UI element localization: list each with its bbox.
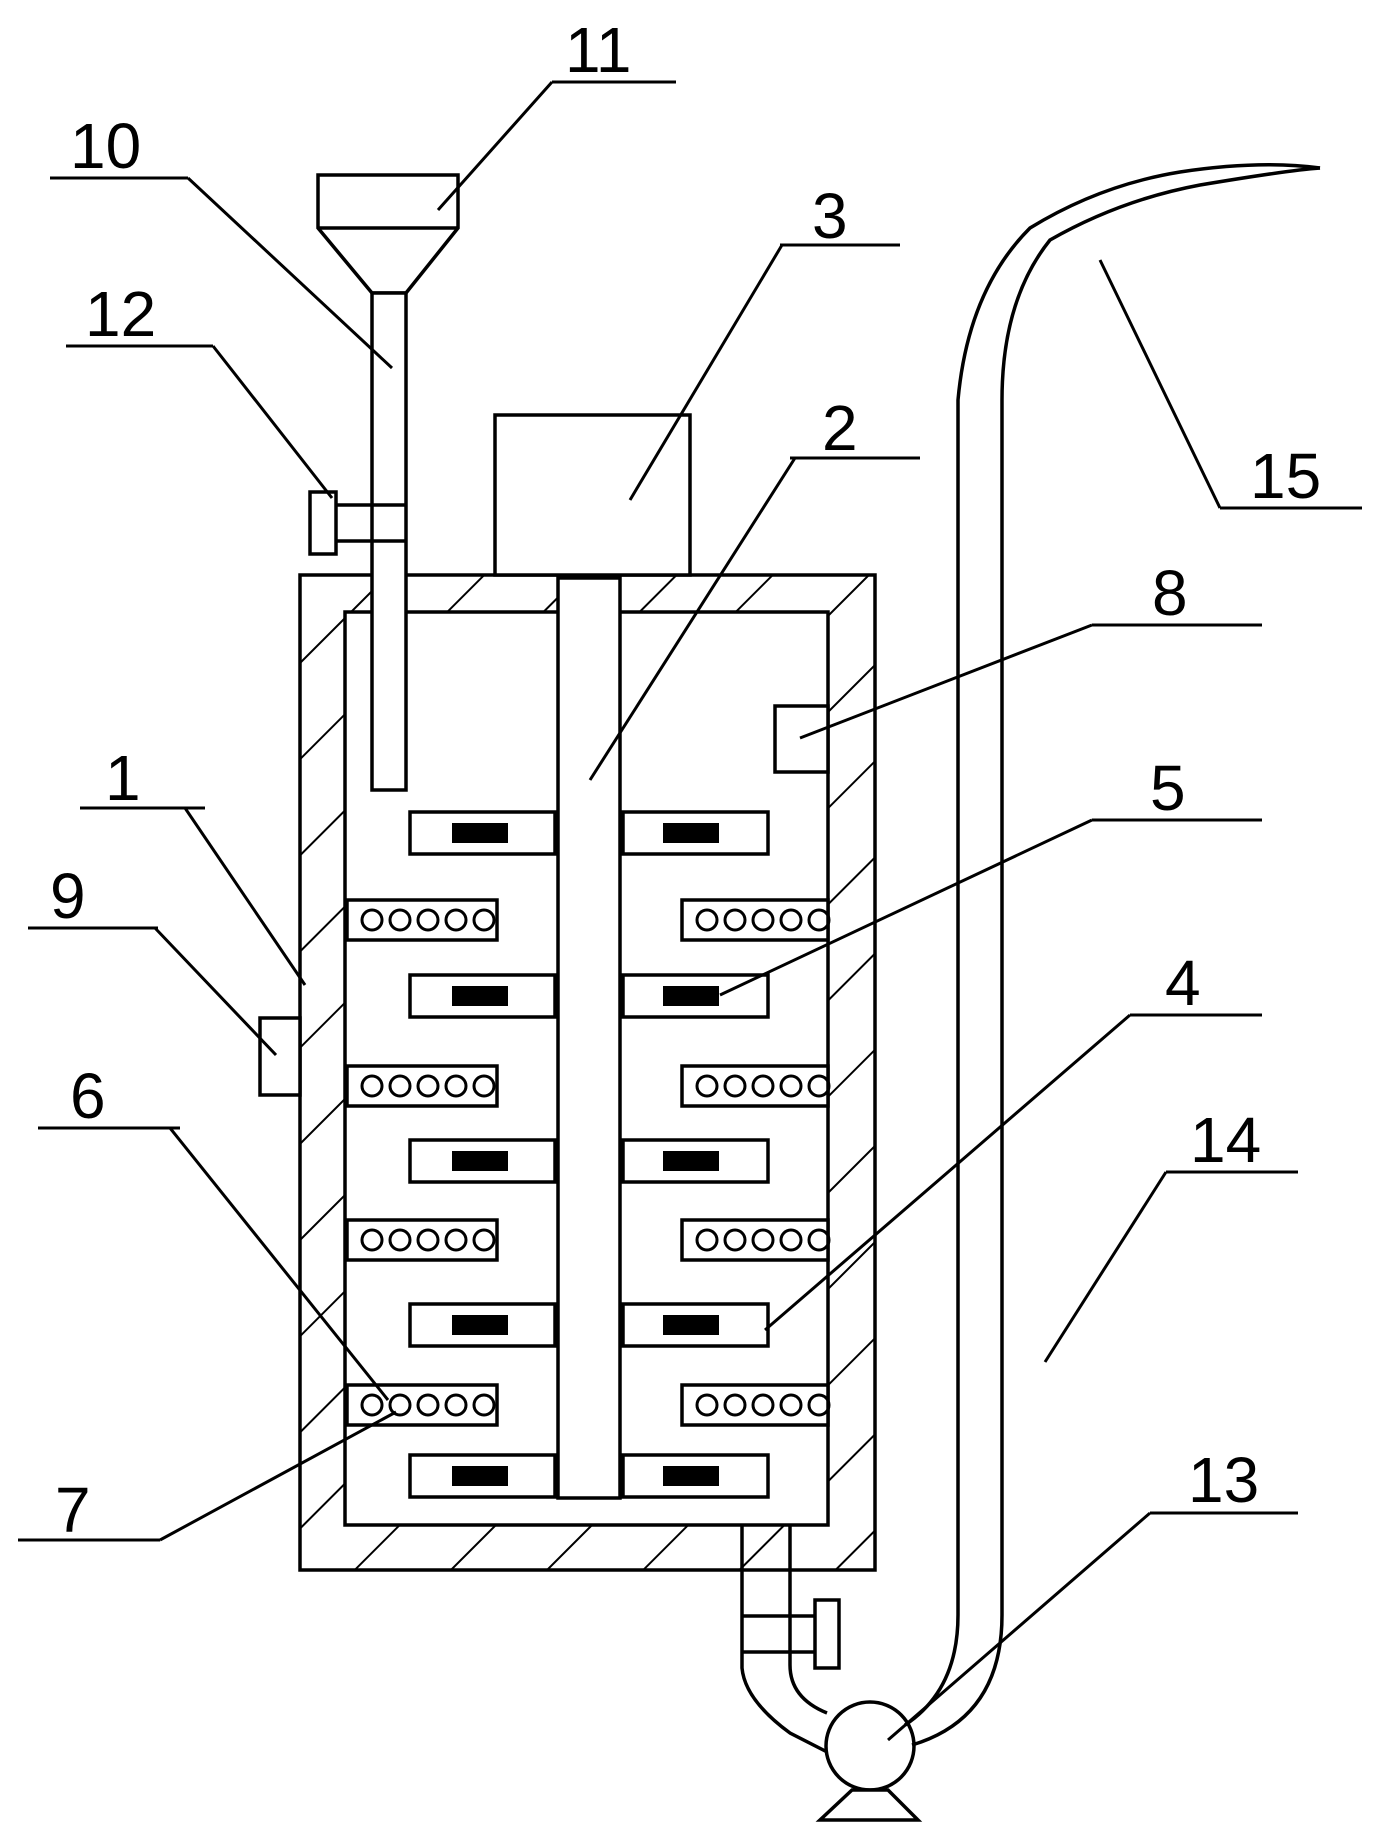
blade-insert bbox=[452, 823, 508, 843]
label-11: 11 bbox=[565, 14, 631, 86]
blade-insert bbox=[663, 986, 719, 1006]
perforation-hole bbox=[779, 908, 803, 932]
label-4: 4 bbox=[1165, 947, 1201, 1019]
perforation-hole bbox=[695, 1228, 719, 1252]
perforation-hole bbox=[779, 1074, 803, 1098]
label-12: 12 bbox=[85, 278, 156, 350]
label-2: 2 bbox=[822, 392, 858, 464]
perforation-hole bbox=[388, 1074, 412, 1098]
perforation-hole bbox=[779, 1393, 803, 1417]
perforated-plate-row-4 bbox=[345, 1383, 830, 1427]
label-15: 15 bbox=[1250, 440, 1321, 512]
perforation-hole bbox=[472, 1228, 496, 1252]
perforation-hole bbox=[388, 1393, 412, 1417]
perforation-hole bbox=[807, 1393, 831, 1417]
perforation-hole bbox=[807, 908, 831, 932]
label-3: 3 bbox=[812, 180, 848, 252]
plate-holes bbox=[360, 908, 831, 1417]
perforation-hole bbox=[723, 1074, 747, 1098]
perforation-hole bbox=[416, 1074, 440, 1098]
label-8: 8 bbox=[1152, 557, 1188, 629]
motor bbox=[493, 413, 692, 577]
stirring-shaft bbox=[556, 576, 622, 1500]
perforation-hole bbox=[416, 1393, 440, 1417]
perforation-hole bbox=[751, 1074, 775, 1098]
side-controller bbox=[258, 1016, 302, 1097]
blade-insert bbox=[452, 1466, 508, 1486]
blade-row-2 bbox=[408, 973, 770, 1019]
perforation-hole bbox=[360, 1228, 384, 1252]
pump-base bbox=[815, 1788, 923, 1822]
perforated-plate-row-3 bbox=[345, 1218, 830, 1262]
blade-insert bbox=[452, 1151, 508, 1171]
blade-insert bbox=[663, 823, 719, 843]
perforation-hole bbox=[444, 1393, 468, 1417]
blade-insert bbox=[663, 1315, 719, 1335]
perforation-hole bbox=[360, 908, 384, 932]
perforated-plate-row-2 bbox=[345, 1064, 830, 1108]
label-14: 14 bbox=[1190, 1104, 1261, 1176]
label-7: 7 bbox=[55, 1474, 91, 1546]
perforation-hole bbox=[472, 908, 496, 932]
perforation-hole bbox=[807, 1228, 831, 1252]
label-1: 1 bbox=[105, 742, 141, 814]
blade-insert bbox=[663, 1466, 719, 1486]
feed-valve-handle bbox=[308, 490, 338, 556]
perforation-hole bbox=[388, 1228, 412, 1252]
perforation-hole bbox=[695, 1393, 719, 1417]
perforation-hole bbox=[779, 1228, 803, 1252]
perforation-hole bbox=[360, 1074, 384, 1098]
label-5: 5 bbox=[1150, 752, 1186, 824]
blade-insert bbox=[663, 1151, 719, 1171]
blade-row-4 bbox=[408, 1302, 770, 1348]
perforation-hole bbox=[416, 908, 440, 932]
label-9: 9 bbox=[50, 860, 86, 932]
blade-insert bbox=[452, 1315, 508, 1335]
perforation-hole bbox=[472, 1393, 496, 1417]
perforation-hole bbox=[751, 1393, 775, 1417]
blade-row-3 bbox=[408, 1138, 770, 1184]
label-13: 13 bbox=[1188, 1444, 1259, 1516]
perforation-hole bbox=[751, 1228, 775, 1252]
label-10: 10 bbox=[70, 110, 141, 182]
perforation-hole bbox=[472, 1074, 496, 1098]
discharge-valve-handle bbox=[813, 1598, 841, 1670]
pump bbox=[824, 1700, 916, 1792]
perforation-hole bbox=[444, 908, 468, 932]
blade-inserts bbox=[452, 823, 719, 1486]
blade-insert bbox=[452, 986, 508, 1006]
perforated-plate-row-1 bbox=[345, 898, 830, 942]
feed-hopper bbox=[316, 173, 460, 295]
perforation-hole bbox=[695, 908, 719, 932]
perforation-hole bbox=[751, 908, 775, 932]
perforation-hole bbox=[444, 1228, 468, 1252]
perforation-hole bbox=[416, 1228, 440, 1252]
perforation-hole bbox=[807, 1074, 831, 1098]
sensor bbox=[773, 704, 830, 774]
discharge-pipe bbox=[740, 1525, 836, 1758]
perforation-hole bbox=[695, 1074, 719, 1098]
outlet-pipe-inner bbox=[904, 163, 1321, 1727]
perforation-hole bbox=[360, 1393, 384, 1417]
blade-row-1 bbox=[408, 810, 770, 856]
outlet-pipe bbox=[911, 166, 1321, 1747]
perforation-hole bbox=[388, 908, 412, 932]
perforation-hole bbox=[723, 908, 747, 932]
leader-lines bbox=[18, 80, 1362, 1742]
perforation-hole bbox=[444, 1074, 468, 1098]
perforation-hole bbox=[723, 1228, 747, 1252]
label-6: 6 bbox=[70, 1060, 106, 1132]
perforation-hole bbox=[723, 1393, 747, 1417]
